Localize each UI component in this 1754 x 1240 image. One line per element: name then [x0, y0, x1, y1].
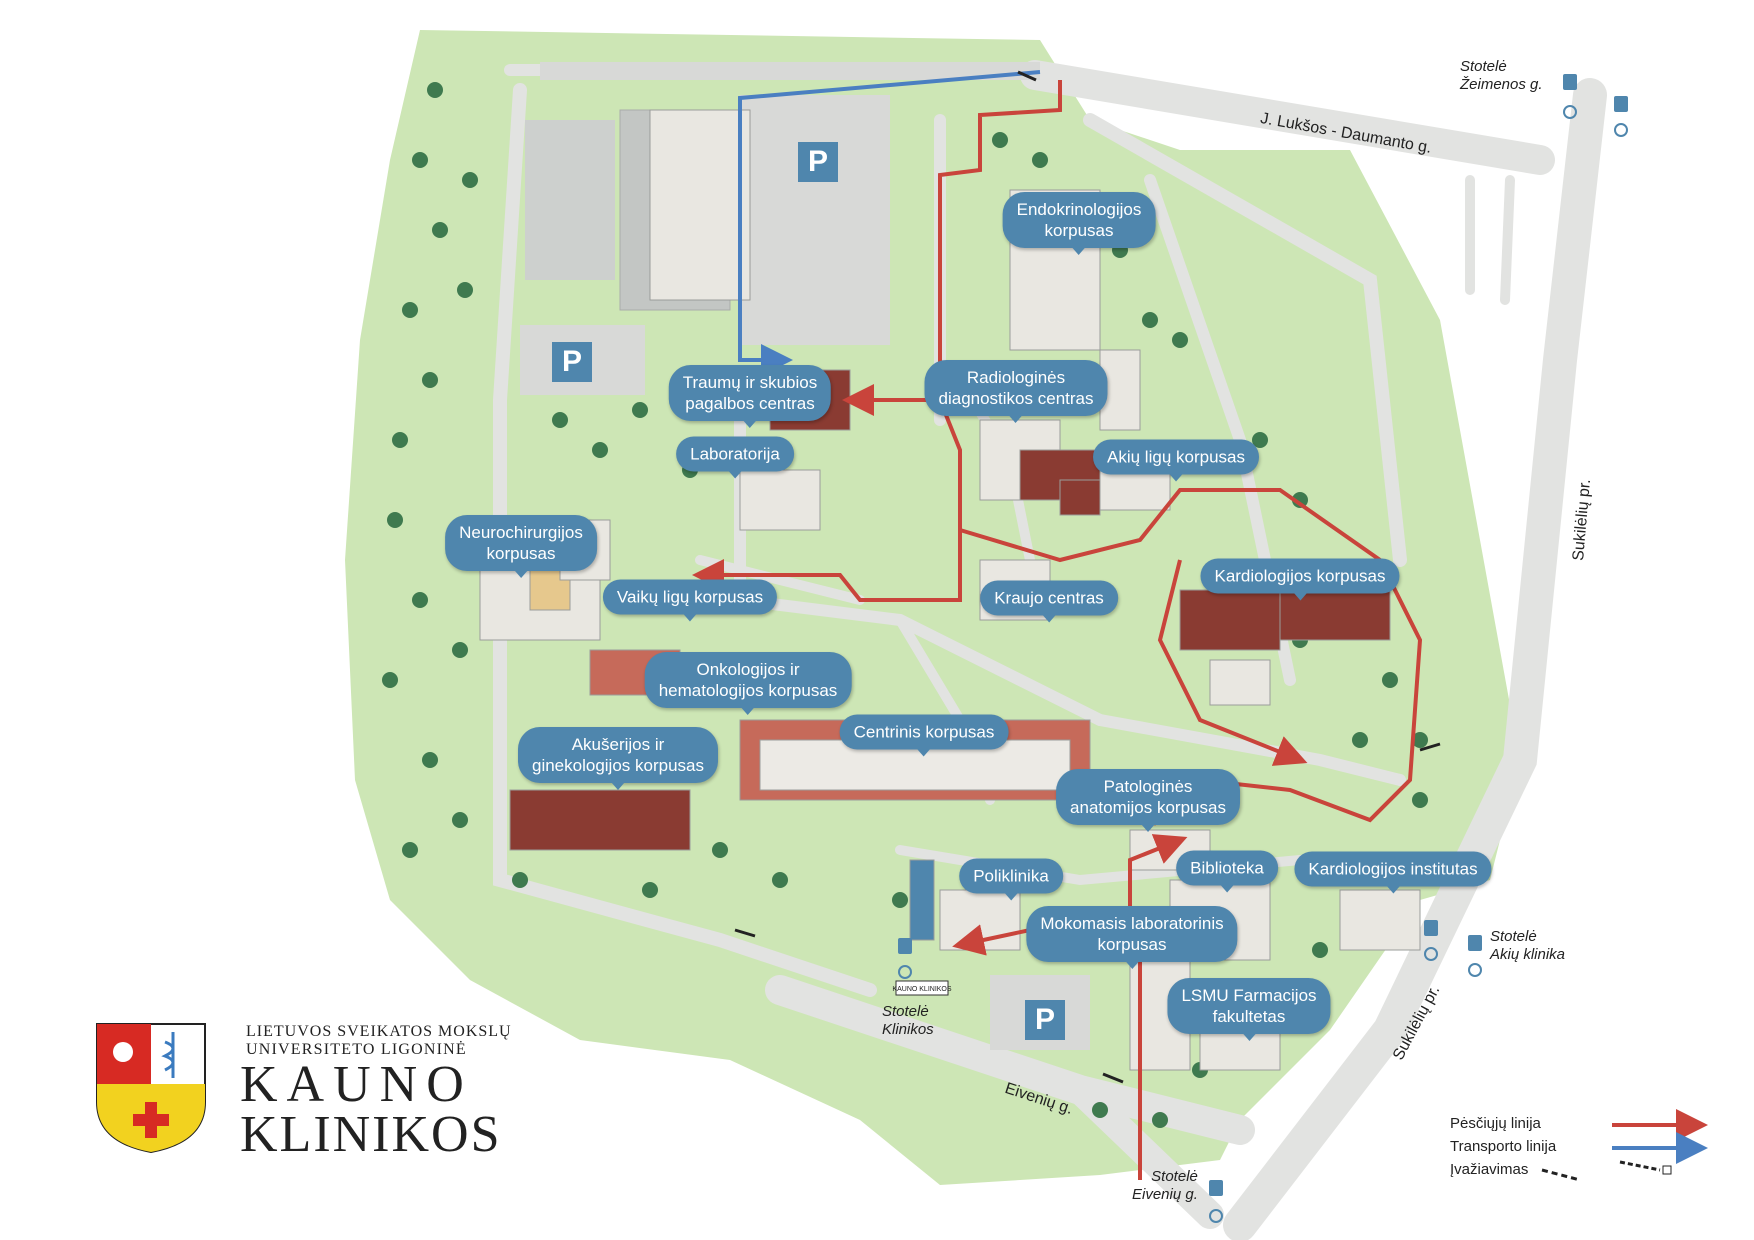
label-line: Radiologinės: [966, 368, 1066, 387]
label-line: pagalbos centras: [685, 394, 815, 413]
stop-line: Stotelė: [1490, 928, 1537, 945]
entrance-sign-text: KAUNO KLINIKOS: [892, 986, 951, 993]
label-akuserijos[interactable]: Akušerijos ir ginekologijos korpusas: [518, 727, 718, 790]
label-line: korpusas: [486, 544, 556, 563]
label-centrinis[interactable]: Centrinis korpusas: [839, 714, 1009, 757]
label-biblioteka[interactable]: Biblioteka: [1176, 850, 1278, 893]
legend-transport: Transporto linija: [1450, 1138, 1557, 1155]
hospital-name-kauno: KAUNO: [240, 1056, 473, 1113]
label-endokrinologijos[interactable]: Endokrinologijos korpusas: [1002, 192, 1156, 255]
parking-sign: P: [552, 342, 592, 382]
label-line: Endokrinologijos: [1016, 200, 1142, 219]
label-patologines[interactable]: Patologinės anatomijos korpusas: [1056, 769, 1240, 832]
parking-sign: P: [1025, 1000, 1065, 1040]
entrance-barriers: [734, 70, 1581, 1182]
label-line: Poliklinika: [973, 866, 1049, 886]
label-line: korpusas: [1044, 221, 1114, 240]
label-vaiku[interactable]: Vaikų ligų korpusas: [602, 579, 778, 622]
stop-line: Stotelė: [1460, 58, 1507, 75]
label-onkologijos[interactable]: Onkologijos ir hematologijos korpusas: [644, 652, 852, 715]
label-line: anatomijos korpusas: [1070, 798, 1226, 817]
label-line: Laboratorija: [690, 444, 780, 464]
label-line: Kraujo centras: [994, 588, 1104, 608]
label-line: Akušerijos ir: [571, 735, 665, 754]
label-line: Traumų ir skubios: [682, 373, 818, 392]
label-neurochirurgijos[interactable]: Neurochirurgijos korpusas: [445, 515, 597, 578]
label-kardiologijos-korpusas[interactable]: Kardiologijos korpusas: [1200, 558, 1400, 601]
parking-sign: P: [798, 142, 838, 182]
stop-eiveniu: Stotelė Eivenių g.: [1132, 1168, 1198, 1204]
label-line: Akių ligų korpusas: [1107, 447, 1245, 467]
label-line: Neurochirurgijos: [459, 523, 583, 542]
stop-line: Klinikos: [882, 1021, 934, 1038]
label-radiologines[interactable]: Radiologinės diagnostikos centras: [924, 360, 1108, 423]
transport-route: [738, 70, 1041, 376]
label-line: Patologinės: [1103, 777, 1193, 796]
stop-line: Akių klinika: [1490, 946, 1566, 963]
label-line: korpusas: [1097, 935, 1167, 954]
stop-zeimenos: Stotelė Žeimenos g.: [1460, 58, 1543, 94]
legend-lines: [1612, 1109, 1708, 1175]
legend-pedestrian: Pėsčiųjų linija: [1450, 1115, 1541, 1132]
stop-line: Stotelė: [882, 1003, 929, 1020]
label-line: ginekologijos korpusas: [532, 756, 704, 775]
label-line: Kardiologijos institutas: [1308, 859, 1478, 879]
hospital-name-klinikos: KLINIKOS: [240, 1106, 502, 1163]
label-line: Centrinis korpusas: [853, 722, 995, 742]
label-poliklinika[interactable]: Poliklinika: [959, 858, 1063, 901]
label-line: Onkologijos ir: [696, 660, 800, 679]
label-kardiologijos-institutas[interactable]: Kardiologijos institutas: [1294, 851, 1492, 894]
entrance-sign-board: [895, 980, 949, 996]
label-line: Vaikų ligų korpusas: [616, 587, 764, 607]
label-akiu[interactable]: Akių ligų korpusas: [1093, 439, 1259, 482]
hospital-name-line2: UNIVERSITETO LIGONINĖ: [246, 1041, 467, 1058]
stop-line: Eivenių g.: [1132, 1186, 1198, 1203]
hospital-logo-emblem: [96, 1023, 206, 1154]
label-line: diagnostikos centras: [938, 389, 1094, 408]
label-kraujo[interactable]: Kraujo centras: [980, 580, 1118, 623]
label-mokomasis[interactable]: Mokomasis laboratorinis korpusas: [1026, 906, 1238, 969]
stop-akiu-klinika: Stotelė Akių klinika: [1490, 928, 1565, 964]
label-farmacijos[interactable]: LSMU Farmacijos fakultetas: [1167, 978, 1331, 1041]
legend-entrance: Įvažiavimas: [1450, 1161, 1529, 1178]
label-line: Kardiologijos korpusas: [1214, 566, 1386, 586]
label-line: LSMU Farmacijos: [1181, 986, 1317, 1005]
label-line: fakultetas: [1212, 1007, 1286, 1026]
stop-line: Stotelė: [1151, 1168, 1198, 1185]
label-line: Mokomasis laboratorinis: [1040, 914, 1224, 933]
label-line: Biblioteka: [1190, 858, 1264, 878]
label-traumu[interactable]: Traumų ir skubios pagalbos centras: [668, 365, 832, 428]
label-line: hematologijos korpusas: [658, 681, 838, 700]
hospital-name-line1: LIETUVOS SVEIKATOS MOKSLŲ: [246, 1023, 512, 1040]
label-laboratorija[interactable]: Laboratorija: [676, 436, 794, 479]
stop-line: Žeimenos g.: [1460, 76, 1543, 93]
stop-klinikos: Stotelė Klinikos: [882, 1003, 934, 1039]
bus-stop-icons: [898, 74, 1628, 1223]
